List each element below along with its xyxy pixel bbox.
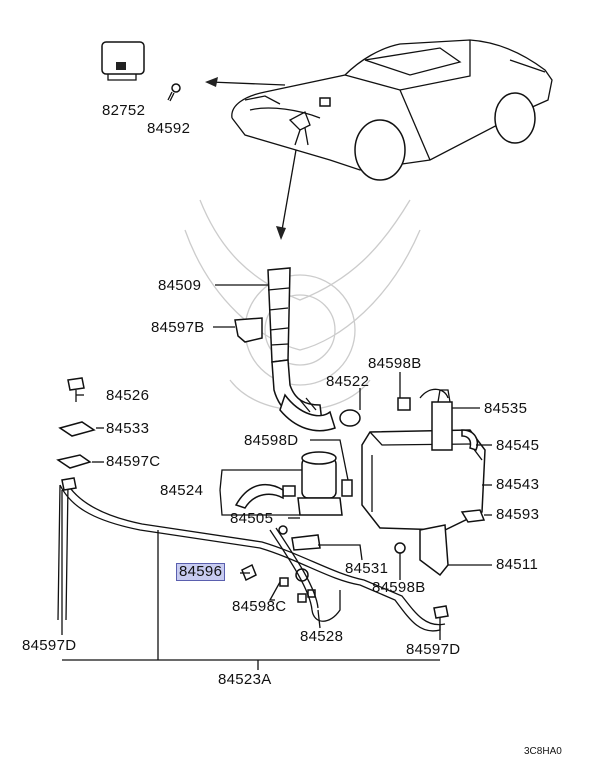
label-84533[interactable]: 84533 [106, 420, 150, 437]
car-illustration [231, 39, 553, 181]
label-84597D-left[interactable]: 84597D [22, 637, 77, 654]
part-84597D-right-clip [433, 605, 449, 619]
label-84545[interactable]: 84545 [496, 437, 540, 454]
hose-84523A-upper [59, 484, 441, 632]
part-84597B-bracket [234, 317, 263, 343]
label-84524[interactable]: 84524 [160, 482, 204, 499]
label-84596-highlighted[interactable]: 84596 [176, 563, 226, 581]
label-84597B[interactable]: 84597B [151, 319, 205, 336]
part-84543-washer-tank [361, 388, 486, 531]
label-84598D[interactable]: 84598D [244, 432, 299, 449]
label-84526[interactable]: 84526 [106, 387, 150, 404]
hose-segment [279, 393, 336, 432]
label-84597D-right[interactable]: 84597D [406, 641, 461, 658]
label-84598C[interactable]: 84598C [232, 598, 287, 615]
diagram-reference-code: 3C8HA0 [524, 746, 562, 757]
part-84598B-top-grommet [397, 397, 411, 411]
label-82752[interactable]: 82752 [102, 102, 146, 119]
label-84597C[interactable]: 84597C [106, 453, 161, 470]
label-84509[interactable]: 84509 [158, 277, 202, 294]
part-84593-clip [460, 509, 486, 523]
part-84533-pad [58, 421, 96, 437]
label-84593[interactable]: 84593 [496, 506, 540, 523]
part-84597D-left-clip [61, 477, 77, 491]
watermark-emblem [184, 199, 421, 411]
label-84592[interactable]: 84592 [147, 120, 191, 137]
part-84531-connector [291, 534, 321, 551]
part-82752-connector [101, 41, 145, 81]
part-84511-bracket [419, 524, 449, 577]
label-84522[interactable]: 84522 [326, 373, 370, 390]
part-84598B-bottom-grommet [394, 542, 406, 554]
part-84592-screw [167, 83, 181, 102]
label-84523A[interactable]: 84523A [218, 671, 272, 688]
pointer-arrow-left [209, 81, 286, 86]
part-84524-pump-motor [234, 451, 353, 516]
label-84598B-bottom[interactable]: 84598B [372, 579, 426, 596]
label-84511[interactable]: 84511 [496, 556, 539, 573]
label-84535[interactable]: 84535 [484, 400, 528, 417]
label-84528[interactable]: 84528 [300, 628, 344, 645]
pointer-arrow-down [281, 149, 297, 231]
part-84522-clamp [339, 409, 361, 427]
label-84598B-top[interactable]: 84598B [368, 355, 422, 372]
label-84505[interactable]: 84505 [230, 510, 274, 527]
label-84531[interactable]: 84531 [345, 560, 389, 577]
part-84526-connector [67, 377, 85, 391]
leader-lines [61, 284, 492, 670]
part-84598C-screw [278, 525, 288, 535]
part-84597C-clip [56, 454, 92, 469]
label-84543[interactable]: 84543 [496, 476, 540, 493]
